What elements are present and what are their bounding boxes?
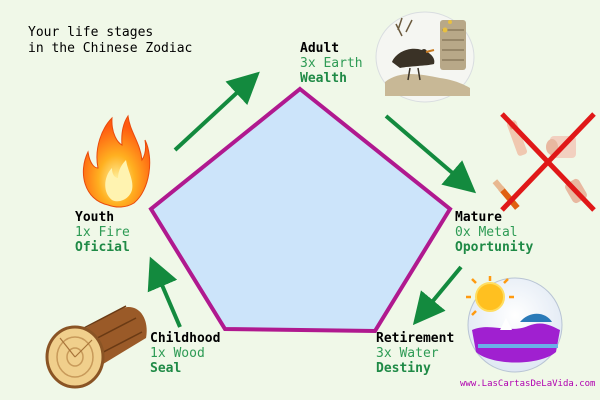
crossed-out-tools-icon xyxy=(492,112,596,212)
stage-childhood: Childhood 1x Wood Seal xyxy=(150,331,220,376)
stage-youth: Youth 1x Fire Oficial xyxy=(75,210,130,255)
stage-name: Mature xyxy=(455,210,502,225)
stage-adult: Adult 3x Earth Wealth xyxy=(300,41,363,86)
stage-name: Youth xyxy=(75,210,115,225)
element-count: 1x Fire xyxy=(75,225,130,240)
stage-virtue: Wealth xyxy=(300,71,347,86)
element-count: 3x Water xyxy=(376,346,439,361)
element-count: 1x Wood xyxy=(150,346,205,361)
arrow-adult-to-mature xyxy=(384,114,477,194)
arrow-mature-to-retirement xyxy=(412,265,463,326)
wood-log-icon xyxy=(45,305,147,389)
website-credit: www.LasCartasDeLaVida.com xyxy=(460,379,596,389)
diagram-title: Your life stages in the Chinese Zodiac xyxy=(28,25,193,56)
flame-icon xyxy=(82,114,151,208)
stage-virtue: Seal xyxy=(150,361,182,376)
stage-virtue: Oportunity xyxy=(455,240,534,255)
stage-virtue: Oficial xyxy=(75,240,130,255)
element-count: 0x Metal xyxy=(455,225,518,240)
element-count: 3x Earth xyxy=(300,56,363,71)
bird-on-rocks-icon xyxy=(375,11,475,103)
arrow-childhood-to-youth xyxy=(147,256,182,328)
stage-virtue: Destiny xyxy=(376,361,431,376)
stage-mature: Mature 0x Metal Oportunity xyxy=(455,210,533,255)
sun-over-sea-icon xyxy=(466,276,563,373)
stage-name: Childhood xyxy=(150,331,221,346)
stage-name: Adult xyxy=(300,41,340,56)
arrow-youth-to-adult xyxy=(173,71,260,152)
stage-name: Retirement xyxy=(376,331,455,346)
stage-retirement: Retirement 3x Water Destiny xyxy=(376,331,454,376)
pentagon xyxy=(148,86,453,334)
